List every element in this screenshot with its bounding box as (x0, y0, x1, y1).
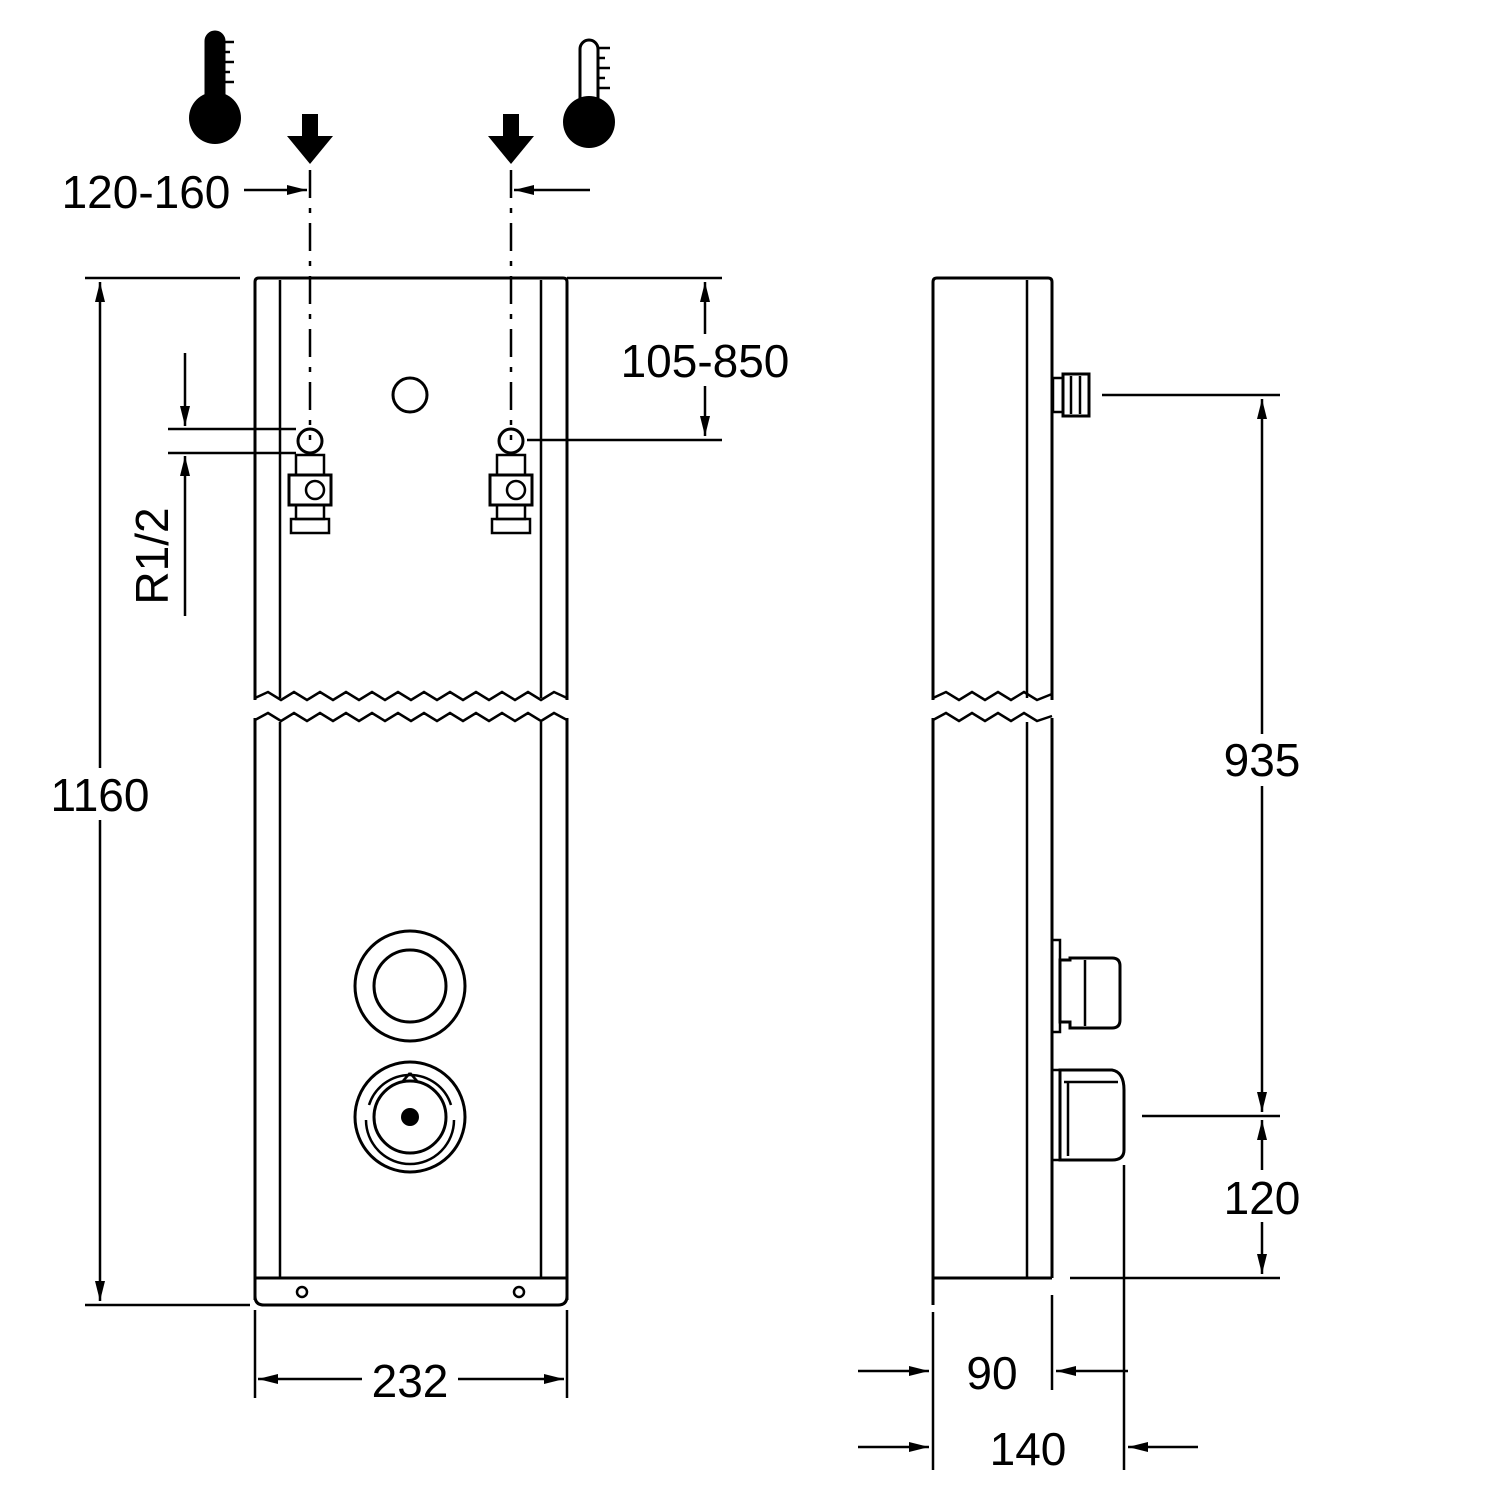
dim-width-label: 232 (372, 1355, 449, 1407)
dim-depth-body-label: 90 (966, 1347, 1017, 1399)
dim-thread-label: R1/2 (126, 507, 178, 604)
side-thermostat (1050, 1068, 1126, 1162)
side-connection-fitting (1051, 372, 1091, 418)
push-button (353, 929, 467, 1043)
hot-water-connection-valve (287, 427, 333, 535)
indicator-light (391, 376, 429, 414)
dim-connection-spacing-label: 120-160 (62, 166, 231, 218)
dim-lower-label: 120 (1224, 1172, 1301, 1224)
thermometer-hot-icon (189, 30, 241, 144)
dim-connection-height-label: 105-850 (621, 335, 790, 387)
dim-upper-label: 935 (1224, 734, 1301, 786)
side-view-panel (931, 276, 1054, 1305)
cold-water-connection-valve (488, 427, 534, 535)
front-view-panel (253, 276, 569, 1307)
arrow-down-icon (488, 114, 534, 164)
arrow-down-icon (287, 114, 333, 164)
dim-height-label: 1160 (51, 769, 150, 821)
thermostat-knob (353, 1060, 467, 1174)
side-push-button (1050, 938, 1122, 1034)
dim-depth-total-label: 140 (990, 1423, 1067, 1475)
thermometer-cold-icon (563, 38, 615, 148)
